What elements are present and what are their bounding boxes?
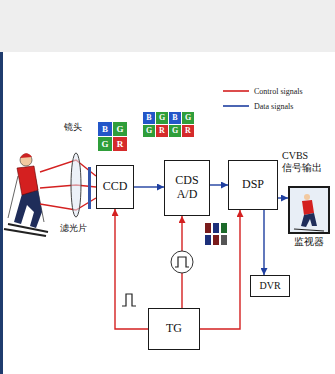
channel-letter: G [101, 140, 108, 149]
pulse-symbol [175, 257, 189, 267]
pixel [205, 235, 211, 245]
channel-letter: R [159, 127, 165, 135]
part-label: 滤光片 [56, 222, 90, 234]
legend-line [223, 90, 249, 92]
lens-symbol [71, 153, 81, 217]
filter-symbol [88, 167, 91, 209]
channel-letter: B [146, 114, 151, 122]
light-ray [40, 198, 96, 210]
part-label: 镜头 [58, 121, 88, 133]
channel-letter: G [146, 127, 152, 135]
pixel [213, 223, 219, 233]
legend-text: Data signals [254, 102, 293, 111]
color-filter-cell: R [156, 125, 168, 137]
pixel [213, 235, 219, 245]
ski [294, 229, 324, 231]
color-filter-cell: G [182, 112, 194, 124]
legend-row: Control signals [222, 86, 303, 96]
signal-label: CVBS 信号输出 [282, 150, 328, 173]
box-label: DSP [242, 178, 264, 192]
skier-head [20, 154, 32, 166]
light-ray [40, 185, 96, 188]
box-label: CDS A/D [167, 174, 207, 202]
control-signal [200, 210, 240, 329]
box-label: DVR [259, 280, 280, 292]
color-filter-cell: G [143, 125, 155, 137]
color-filter-cell: R [182, 125, 194, 137]
channel-letter: G [185, 114, 191, 122]
skier-head [304, 194, 310, 200]
converter-box: CDS A/D [164, 160, 210, 216]
pixel-grid [205, 223, 227, 245]
ski [8, 224, 48, 232]
skier-figure [4, 153, 48, 236]
pixel [221, 223, 227, 233]
color-filter-cell: G [98, 137, 112, 151]
channel-letter: B [172, 114, 177, 122]
legend-text: Control signals [254, 87, 303, 96]
light-ray [40, 160, 96, 176]
channel-letter: R [117, 140, 124, 149]
color-filter-cell: G [156, 112, 168, 124]
skier-legs [301, 213, 317, 227]
skier-jacket [302, 200, 314, 215]
color-filter-cell: B [143, 112, 155, 124]
pulse-circle [171, 251, 193, 273]
sensor-box: CCD [96, 165, 134, 209]
color-filter-cell: B [98, 122, 112, 136]
channel-letter: G [159, 114, 165, 122]
pulse-symbol [122, 294, 136, 306]
data-signal [134, 186, 164, 187]
skier-helmet [20, 153, 32, 158]
data-signal [263, 210, 264, 275]
device-label: 监视器 [280, 236, 335, 248]
part-name: 滤光片 [60, 224, 87, 233]
channel-letter: G [172, 127, 178, 135]
channel-letter: G [116, 125, 123, 134]
legend-sample [222, 86, 250, 96]
data-signal [278, 197, 288, 198]
top-band [0, 0, 335, 52]
box-label: CCD [103, 180, 128, 194]
color-filter-cell: G [169, 125, 181, 137]
monitor-picture [289, 187, 329, 233]
skier-legs [14, 190, 42, 228]
legend-row: Data signals [222, 101, 293, 111]
box-label: TG [166, 322, 182, 336]
channel-letter: R [185, 127, 191, 135]
pixel [205, 223, 211, 233]
monitor-screen [289, 187, 329, 233]
pixel [221, 235, 227, 245]
legend-sample [222, 101, 250, 111]
ski-pole [8, 176, 18, 218]
legend-line [223, 105, 249, 107]
color-filter-cell: B [169, 112, 181, 124]
recorder-box: DVR [250, 275, 290, 297]
light-rays [40, 160, 96, 210]
color-filter-cell: R [113, 137, 127, 151]
data-signal [210, 184, 228, 185]
skier-jacket [17, 166, 38, 195]
timing-box: TG [148, 308, 200, 350]
color-filter-cell: G [113, 122, 127, 136]
channel-letter: B [102, 125, 108, 134]
control-signal [115, 209, 148, 329]
part-name: 镜头 [64, 123, 82, 132]
monitor-box: 监视器 [288, 186, 330, 234]
side-bar [0, 52, 3, 374]
processor-box: DSP [228, 160, 278, 210]
